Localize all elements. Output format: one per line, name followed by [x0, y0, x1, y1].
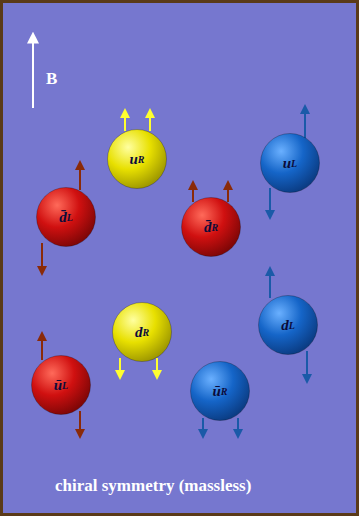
caption-note: chiral symmetry (massless) — [55, 476, 251, 496]
particle-label: dR — [112, 302, 172, 362]
particle-circle: dR — [112, 302, 172, 362]
particle-label: ūL — [31, 355, 91, 415]
field-arrow — [32, 34, 34, 108]
particle-label: uL — [260, 133, 320, 193]
particle-circle: d̄L — [36, 187, 96, 247]
particle-label: dL — [258, 295, 318, 355]
particle-label: uR — [107, 129, 167, 189]
particle-label: d̄R — [181, 197, 241, 257]
particle-circle: dL — [258, 295, 318, 355]
particle-circle: uL — [260, 133, 320, 193]
particle-circle: ūR — [190, 361, 250, 421]
field-label: B — [46, 69, 57, 89]
particle-label: d̄L — [36, 187, 96, 247]
particle-circle: d̄R — [181, 197, 241, 257]
particle-label: ūR — [190, 361, 250, 421]
particle-circle: uR — [107, 129, 167, 189]
particle-circle: ūL — [31, 355, 91, 415]
